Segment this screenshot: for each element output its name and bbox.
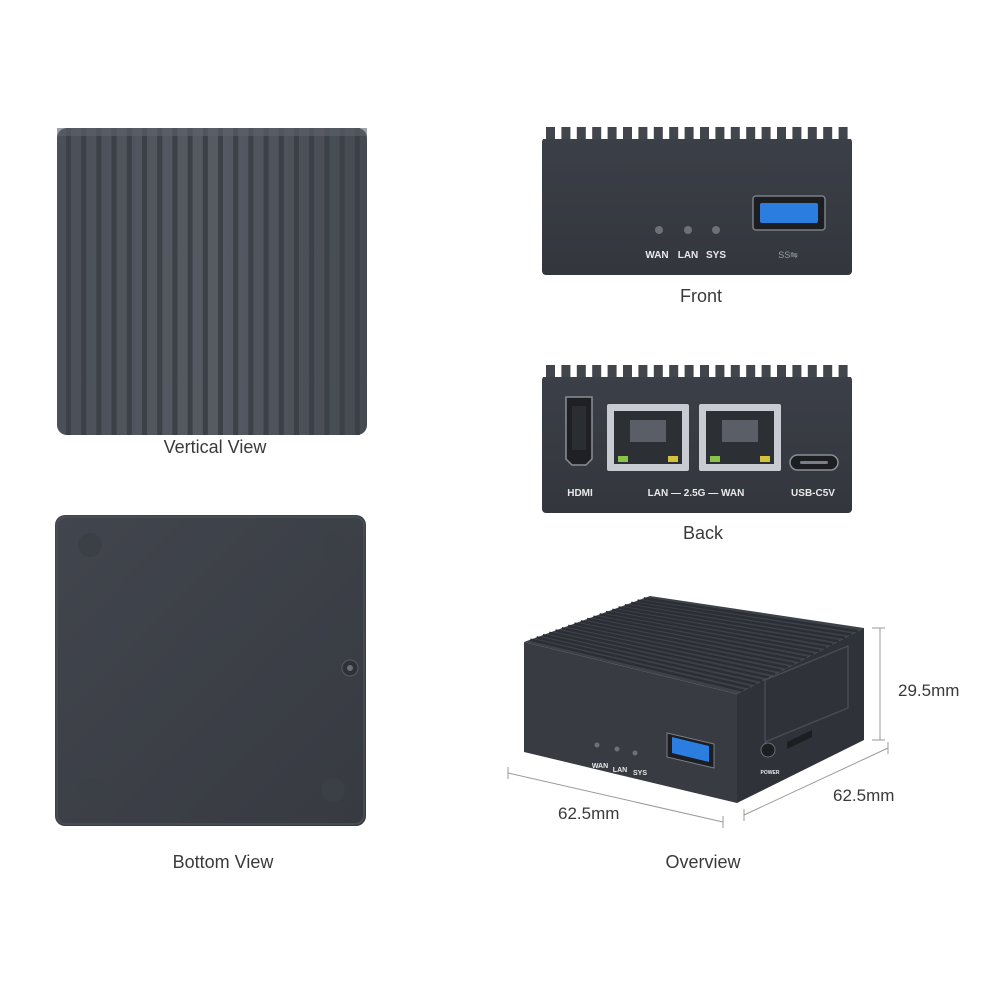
rubber-foot-icon [78,778,102,802]
wan-led-icon [655,226,663,234]
back-hdmi-label: HDMI [567,488,593,499]
heatsink-fins [542,365,852,377]
heatsink-fins [66,128,360,435]
dimension-height: 29.5mm [898,681,960,700]
caption-bottom-view: Bottom View [172,852,274,872]
dimension-lines [507,627,889,828]
superspeed-usb-icon: SS⇋ [778,250,798,260]
sys-led-icon [632,750,638,756]
side-panel-outline [764,644,849,744]
lan-led-icon [684,226,692,234]
overview-power-label: POWER [761,770,780,776]
caption-vertical-view: Vertical View [163,437,267,457]
power-button-icon [760,742,776,758]
overview-wan-label: WAN [592,763,608,770]
heatsink-fins [542,127,852,139]
rubber-foot-icon [321,778,345,802]
rubber-foot-icon [321,533,345,557]
overview-lan-label: LAN [613,767,627,774]
front-view-image: WAN LAN SYS SS⇋ [542,127,852,275]
hdmi-port-icon [565,396,593,466]
sys-led-icon [712,226,720,234]
bottom-view-image [55,515,366,826]
usb-a-port-icon [752,195,826,231]
vertical-view-image [57,128,367,435]
overview-image: WAN LAN SYS POWER [507,596,889,828]
dimension-depth: 62.5mm [558,804,620,823]
tf-card-slot-icon [787,730,812,749]
usb-c-port-icon [789,454,839,471]
back-usbc-label: USB-C5V [791,488,835,499]
back-lan-speed-label: LAN — 2.5G — WAN [648,488,745,499]
wan-port-icon [699,404,781,471]
front-wan-label: WAN [645,250,668,261]
dimension-width: 62.5mm [833,786,895,805]
caption-back: Back [682,523,724,543]
usb-a-port-icon [666,732,715,769]
lan-led-icon [614,746,620,752]
caption-overview: Overview [665,852,741,872]
caption-front: Front [679,286,722,306]
wan-led-icon [594,742,600,748]
lan-port-icon [607,404,689,471]
heatsink-fins [530,597,858,692]
back-view-image: HDMI LAN — 2.5G — WAN USB-C5V [542,365,852,513]
front-sys-label: SYS [706,250,726,261]
rubber-foot-icon [78,533,102,557]
front-lan-label: LAN [678,250,699,261]
overview-sys-label: SYS [633,770,647,777]
